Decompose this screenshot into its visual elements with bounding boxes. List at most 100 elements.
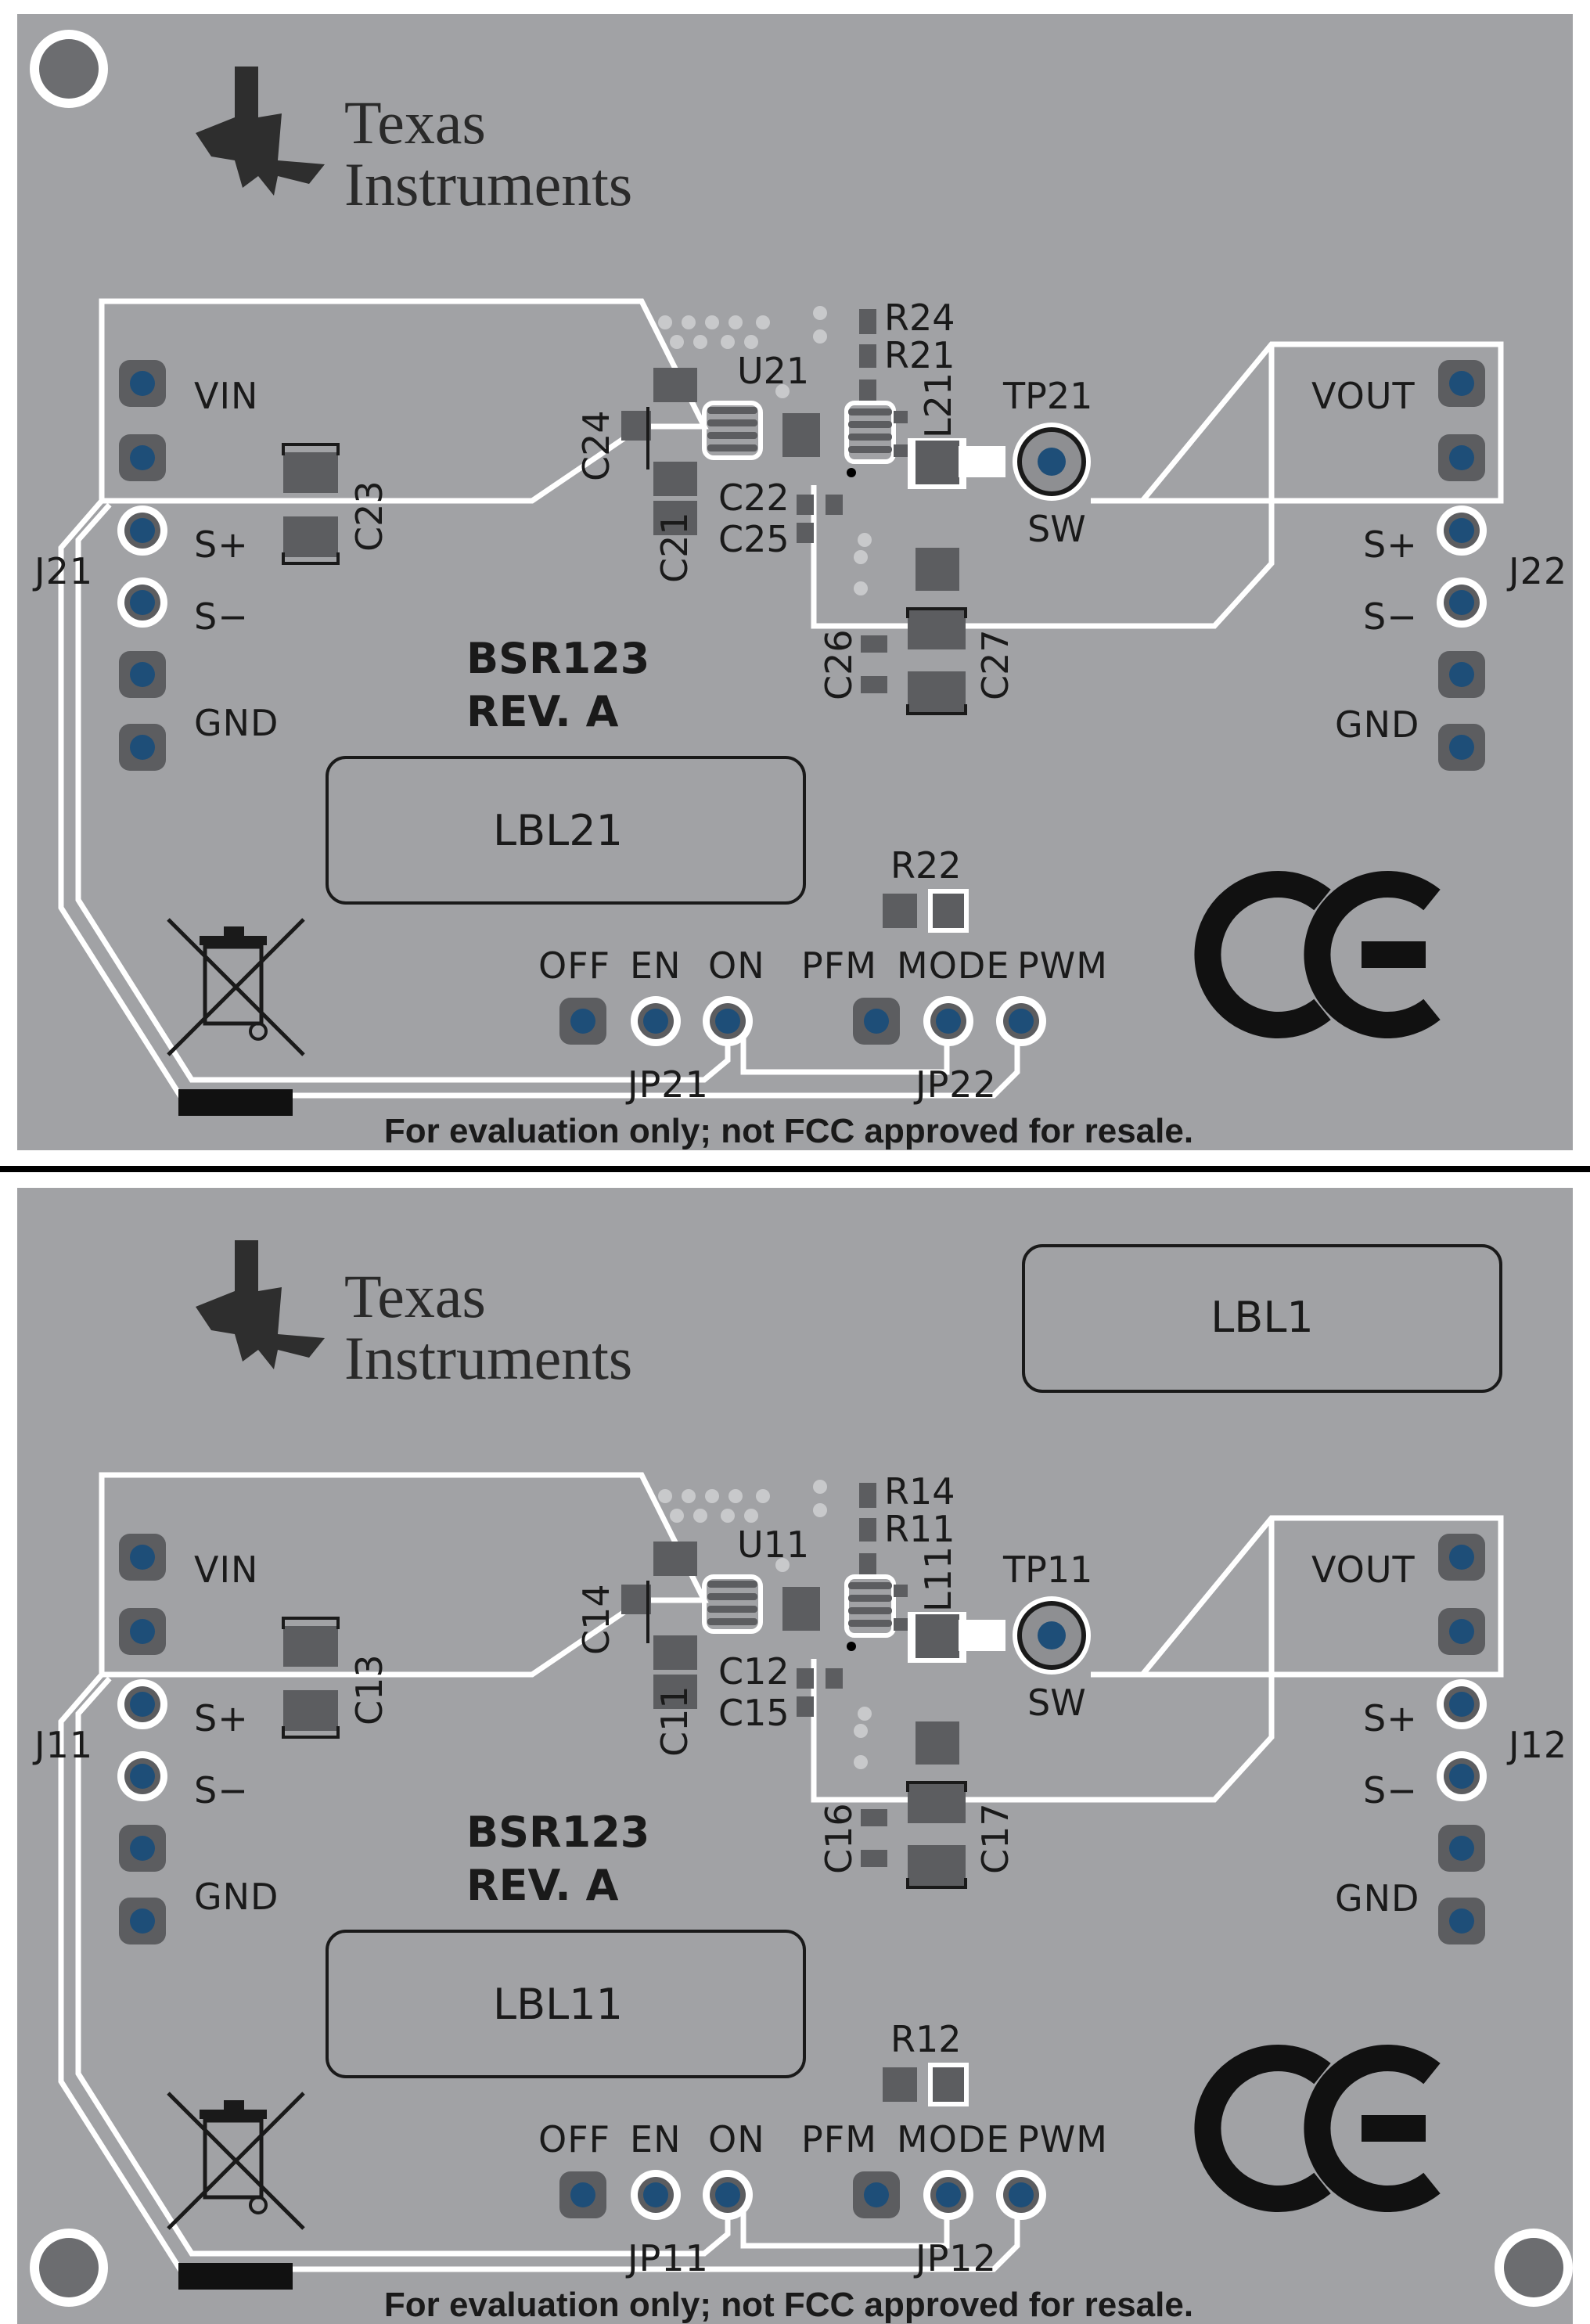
label-off: OFF [538, 944, 610, 987]
r-mode-pad [933, 2067, 964, 2102]
via [728, 315, 743, 329]
label-c-f: C17 [974, 1803, 1016, 1874]
via [854, 1724, 868, 1738]
label-box [326, 1930, 806, 2078]
label-c-e: C26 [818, 629, 860, 700]
smd-pad [653, 1675, 697, 1709]
ce-mark-e [1304, 2045, 1441, 2212]
label-test-point: TP11 [1002, 1549, 1092, 1591]
weee-bar [178, 1089, 293, 1116]
pad-hole [570, 2182, 595, 2207]
board-bottom: TexasInstrumentsLBL1VINS+S−GNDJ11VOUTS+S… [17, 1188, 1573, 2324]
pad-hole [1449, 1836, 1474, 1861]
label-c-b: C11 [653, 1685, 696, 1757]
label-box-text: LBL11 [493, 1980, 623, 2029]
label-c-b: C21 [653, 512, 696, 583]
label-s-minus-right: S− [1363, 595, 1418, 638]
label-test-point: TP21 [1002, 375, 1092, 417]
via [813, 306, 827, 320]
pad-hole [715, 1009, 740, 1034]
label-s-minus-left: S− [194, 1769, 249, 1811]
pad-hole [130, 371, 155, 396]
via [813, 1480, 827, 1494]
smd-pad [894, 411, 908, 423]
smd-pad [797, 495, 814, 515]
label-c-a: C14 [575, 1584, 617, 1655]
weee-bin-body [203, 944, 264, 1026]
pad-hole [130, 735, 155, 760]
inductor-outline-coil [844, 401, 896, 464]
pad-hole [715, 2182, 740, 2207]
smd-pad [653, 501, 697, 535]
pad-hole [130, 445, 155, 470]
label-box-text: LBL21 [493, 806, 623, 855]
weee-cross [167, 918, 305, 1056]
label-en: EN [630, 2118, 681, 2160]
ic-pin [707, 432, 757, 439]
c-f-outline [906, 1781, 967, 1889]
ic-outline [702, 401, 763, 460]
weee-wheel [249, 1022, 268, 1041]
inductor-pad [916, 1614, 959, 1658]
pad-hole [130, 1545, 155, 1570]
inductor-coil-turn [848, 1620, 892, 1627]
label-jumper-mode: JP12 [913, 2237, 997, 2279]
label-c-a: C24 [575, 410, 617, 481]
label-gnd-right: GND [1335, 1877, 1419, 1919]
label-jumper-mode: JP22 [913, 1063, 997, 1106]
c-f-pad [908, 610, 966, 649]
pad-hole [643, 2182, 668, 2207]
via [854, 1755, 868, 1769]
ic-pin [707, 419, 757, 426]
label-s-plus-right: S+ [1363, 1697, 1418, 1739]
smd-pad [653, 368, 697, 402]
weee-bar [178, 2263, 293, 2290]
label-board-name: BSR123 [466, 1808, 649, 1857]
smd-pad [859, 1518, 876, 1542]
ce-mark-e [1304, 871, 1441, 1038]
label-pwm: PWM [1017, 2118, 1108, 2160]
pad-hole [1449, 735, 1474, 760]
c-in-pad [283, 516, 338, 557]
label-r-top: R24 [884, 297, 955, 339]
via [658, 315, 672, 329]
pad-hole [130, 590, 155, 615]
label-jumper-en: JP11 [625, 2237, 709, 2279]
pad-hole [864, 1009, 889, 1034]
sw-trace [959, 1620, 1005, 1651]
smd-pad [797, 523, 814, 543]
trace-sense-vout [811, 1518, 1275, 1803]
smd-pad [859, 1483, 876, 1508]
label-pfm: PFM [801, 944, 877, 987]
label-gnd-left: GND [194, 1876, 279, 1918]
c-f-pad [908, 1845, 966, 1886]
c-f-pad [908, 671, 966, 712]
smd-pad [653, 1635, 697, 1670]
via [744, 1509, 758, 1523]
label-c-d: C25 [718, 518, 790, 560]
smd-pad [916, 548, 959, 591]
test-point-hole [1038, 448, 1066, 476]
smd-pad [861, 1850, 887, 1867]
weee-cross [167, 2092, 305, 2230]
label-gnd-left: GND [194, 702, 279, 744]
r-mode-pad [933, 894, 964, 928]
mounting-hole-inner [1504, 2238, 1563, 2297]
smd-pad [894, 444, 908, 457]
via [705, 315, 719, 329]
pad-hole [130, 1692, 155, 1717]
via [721, 335, 735, 349]
smd-pad [859, 380, 876, 401]
ti-logo-text-2: Instruments [344, 150, 632, 218]
label-on: ON [708, 944, 765, 987]
label-connector-left: J21 [32, 550, 93, 592]
pad-hole [1449, 1908, 1474, 1934]
label-sw: SW [1027, 1682, 1086, 1724]
via [775, 1558, 790, 1572]
smd-pad [653, 1542, 697, 1576]
via [813, 1503, 827, 1517]
label-s-minus-left: S− [194, 595, 249, 638]
via [858, 533, 872, 547]
label-board-rev: REV. A [466, 687, 619, 736]
